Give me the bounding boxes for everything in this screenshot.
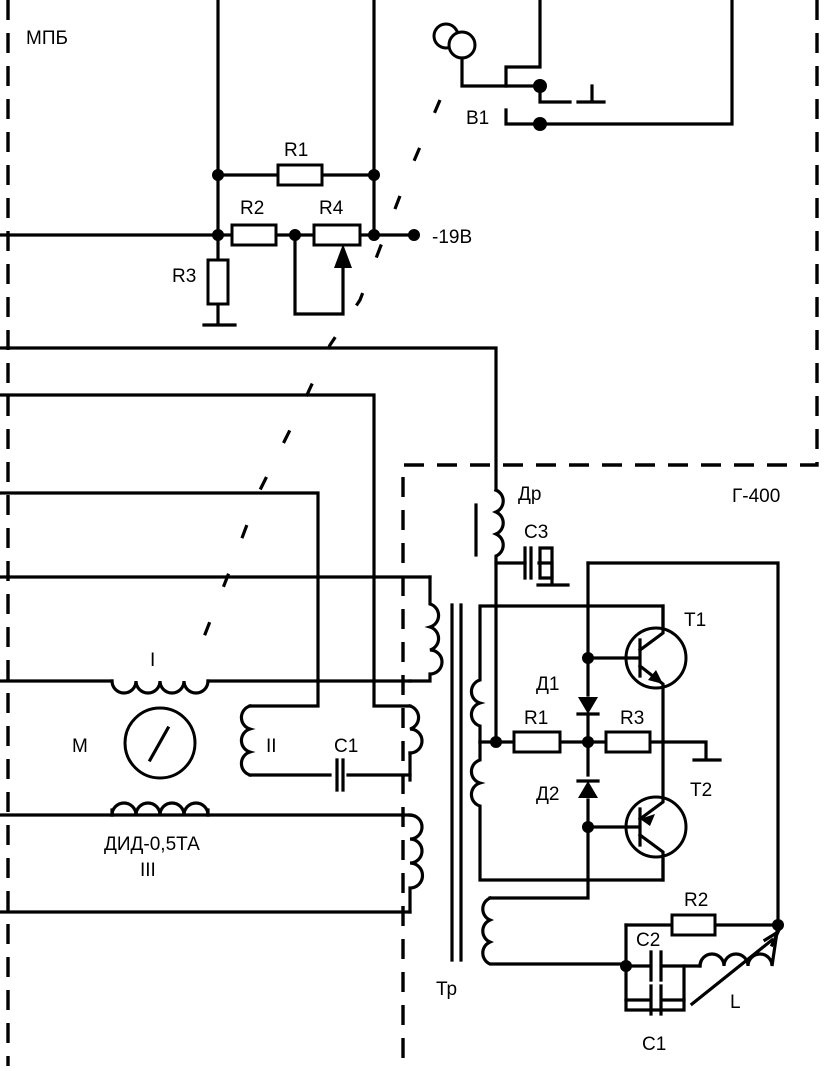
- label-d1: Д1: [536, 674, 559, 695]
- motor-rotor: [123, 706, 197, 780]
- diode-d1: [576, 697, 600, 716]
- label-motor-type: ДИД-0,5ТА: [104, 834, 200, 855]
- label-inductor-l: L: [730, 992, 741, 1013]
- label-c1-motor: C1: [334, 736, 358, 757]
- diode-d2: [576, 779, 600, 798]
- mpb-junctions: [212, 169, 420, 241]
- label-r3-gen: R3: [620, 708, 644, 729]
- label-winding-ii: II: [266, 736, 277, 757]
- label-r1-top: R1: [284, 140, 308, 161]
- label-winding-i: I: [150, 650, 155, 671]
- resistor-r3-gen: [604, 730, 652, 754]
- generator-junctions: [490, 652, 784, 972]
- resistor-r2-gen: [670, 913, 717, 937]
- label-b1: B1: [466, 108, 489, 129]
- resistor-r3-top: [206, 258, 230, 306]
- transistor-t1: [624, 604, 688, 744]
- label-c1-gen: C1: [642, 1034, 666, 1055]
- label-t1: T1: [684, 610, 706, 631]
- label-mpb: МПБ: [26, 28, 68, 49]
- label-r2-gen: R2: [684, 890, 708, 911]
- transformer-primary: [408, 575, 463, 962]
- label-c2-gen: C2: [636, 930, 660, 951]
- mpb-wiring: [0, 0, 416, 327]
- motor-winding-ii: [239, 704, 256, 777]
- label-choke: Др: [518, 484, 541, 505]
- transistor-t2: [624, 740, 688, 882]
- block-boundaries: [6, 0, 819, 1066]
- label-g400: Г-400: [732, 486, 780, 507]
- motor-winding-i: [110, 679, 210, 695]
- resistor-r4: [312, 223, 362, 247]
- label-r1-gen: R1: [524, 708, 548, 729]
- label-supply: -19B: [432, 227, 472, 248]
- label-r2-top: R2: [240, 198, 264, 219]
- motor-wiring: [0, 346, 498, 914]
- switch-b1: [432, 0, 734, 131]
- label-d2: Д2: [536, 784, 559, 805]
- label-r4: R4: [319, 198, 344, 219]
- resistor-r1-gen: [512, 730, 562, 754]
- label-winding-iii: III: [140, 860, 156, 881]
- label-transformer: Тр: [436, 979, 457, 1000]
- label-r3-top: R3: [172, 266, 196, 287]
- resistor-r2-top: [230, 223, 278, 247]
- resistor-r1-top: [276, 163, 324, 187]
- potentiometer-wiper-arrow: [334, 244, 352, 268]
- motor-winding-iii: [110, 801, 210, 817]
- label-c3: C3: [524, 522, 548, 543]
- label-t2: T2: [690, 780, 712, 801]
- label-motor: M: [72, 736, 88, 757]
